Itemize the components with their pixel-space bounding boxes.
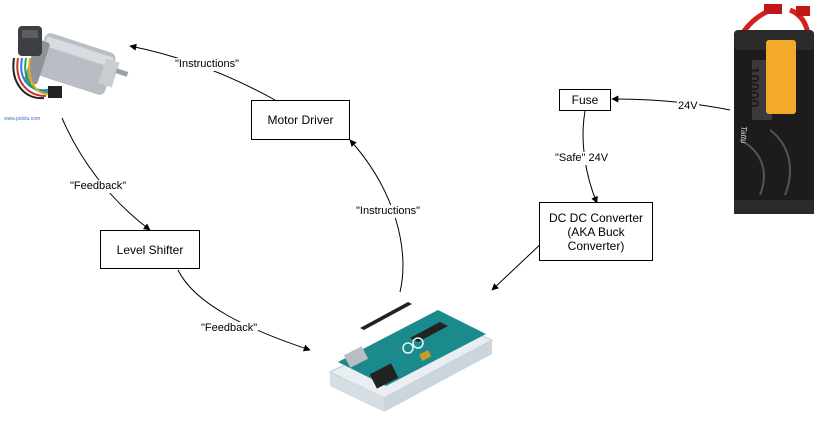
dc-dc-converter-node[interactable]: DC DC Converter (AKA Buck Converter) xyxy=(539,202,653,261)
fuse-node[interactable]: Fuse xyxy=(559,89,611,111)
motor-brand-url: www.pololu.com xyxy=(4,116,41,122)
battery-brand-label: Tattu xyxy=(739,126,748,144)
edge-level-shifter-to-arduino xyxy=(177,269,311,352)
gear-motor-icon xyxy=(12,26,129,100)
arduino-board-icon xyxy=(328,302,494,412)
level-shifter-node[interactable]: Level Shifter xyxy=(100,230,200,269)
edge-label-feedback-from-motor: "Feedback" xyxy=(69,180,128,193)
edge-label-fuse-to-converter: "Safe" 24V xyxy=(554,152,610,165)
edge-label-battery-to-fuse: 24V xyxy=(677,100,699,113)
edge-motor-driver-to-motor xyxy=(129,43,276,101)
edge-label-feedback-to-arduino: "Feedback" xyxy=(200,322,259,335)
motor-driver-node[interactable]: Motor Driver xyxy=(251,100,350,140)
edge-motor-to-level-shifter xyxy=(61,117,151,231)
edge-label-instructions-to-motor: "Instructions" xyxy=(174,58,241,71)
lipo-battery-icon xyxy=(734,4,814,214)
edge-converter-to-arduino xyxy=(491,239,546,291)
edge-battery-to-fuse xyxy=(611,95,731,111)
edge-label-instructions-from-arduino: "Instructions" xyxy=(355,205,422,218)
edge-arduino-to-motor-driver xyxy=(349,139,404,293)
battery-capacity-label: 10000 xyxy=(745,66,762,108)
